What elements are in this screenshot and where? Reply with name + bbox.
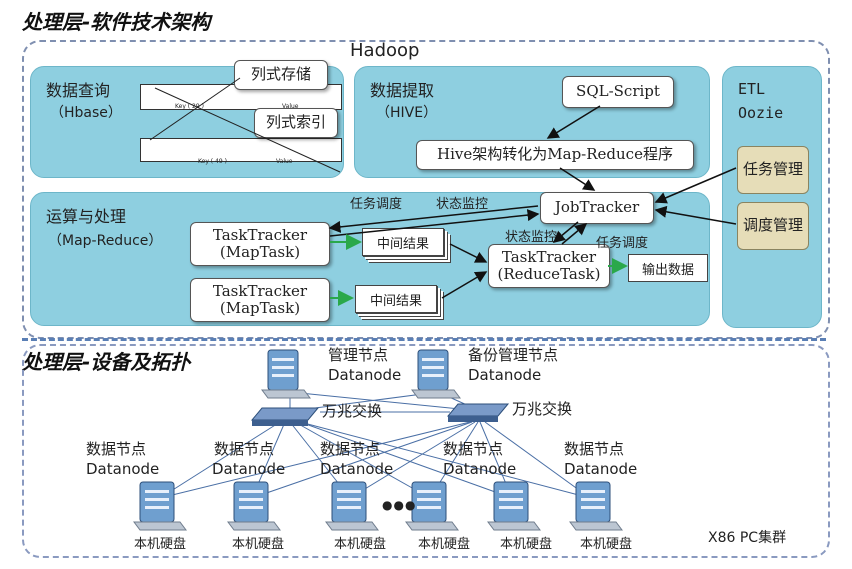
map-task-1-box: TaskTracker(MapTask)	[190, 222, 330, 266]
map-to-job-arrow	[329, 209, 540, 237]
table2-key: Key ( 49 )	[198, 158, 227, 165]
sched-mgmt-box: 调度管理	[737, 202, 809, 250]
data-node-2-dn: Datanode	[212, 460, 286, 478]
switch-1-icon	[250, 407, 320, 426]
backup-node-label: 备份管理节点	[468, 346, 559, 364]
disk-4-label: 本机硬盘	[418, 537, 471, 552]
hadoop-label: Hadoop	[350, 40, 420, 61]
bottom-title: 处理层-设备及拓扑	[22, 350, 191, 374]
mid-result-1: 中间结果	[362, 228, 444, 256]
column-index-box: 列式索引	[254, 108, 338, 138]
network-lines	[159, 391, 591, 499]
top-title: 处理层-软件技术架构	[22, 10, 211, 34]
hbase-line-2	[149, 77, 241, 141]
task-mgmt-arrow	[654, 167, 737, 204]
job-to-map-arrow	[328, 205, 539, 233]
mgmt-datanode-label: Datanode	[328, 366, 402, 384]
job-to-reduce-arrow	[552, 221, 579, 243]
sql-script-box: SQL-Script	[562, 76, 674, 108]
etl-panel	[722, 66, 822, 328]
sched-mgmt-arrow	[654, 205, 737, 225]
disk-6-label: 本机硬盘	[580, 537, 633, 552]
switch-1-label: 万兆交换	[322, 402, 383, 420]
monitor-label: 状态监控	[436, 197, 489, 212]
data-node-3-dn: Datanode	[320, 460, 394, 478]
data-node-5-label: 数据节点	[564, 440, 625, 458]
backup-datanode-label: Datanode	[468, 366, 542, 384]
sched-label: 任务调度	[350, 197, 403, 212]
disk-3-label: 本机硬盘	[334, 537, 387, 552]
mgmt-node-label: 管理节点	[328, 346, 389, 364]
reduce-task-box: TaskTracker(ReduceTask)	[488, 244, 610, 288]
topology-container	[22, 344, 830, 558]
section-divider	[22, 338, 826, 341]
ellipsis: ●●●	[382, 498, 417, 512]
etl-line2: Oozie	[738, 104, 784, 122]
data-node-5-dn: Datanode	[564, 460, 638, 478]
server-backup	[411, 349, 461, 399]
data-node-2-label: 数据节点	[214, 440, 275, 458]
compute-sub: （Map-Reduce）	[48, 233, 163, 249]
cluster-label: X86 PC集群	[708, 530, 787, 546]
data-servers	[133, 481, 623, 531]
reduce-to-job-arrow	[561, 223, 588, 245]
server-mgmt	[261, 349, 311, 399]
table2-value: Value	[276, 158, 293, 165]
table1-key: Key ( 29 )	[175, 103, 204, 110]
data-node-4-dn: Datanode	[443, 460, 517, 478]
hbase-line-1	[154, 87, 341, 173]
disk-1-label: 本机硬盘	[134, 537, 187, 552]
mid1-to-reduce-arrow	[449, 243, 488, 263]
query-sub: （Hbase）	[50, 105, 122, 121]
etl-line1: ETL	[738, 80, 766, 98]
data-node-1-dn: Datanode	[86, 460, 160, 478]
sql-to-hive-arrow	[546, 105, 601, 139]
query-name: 数据查询	[46, 81, 111, 100]
column-store-box: 列式存储	[234, 60, 328, 90]
hive-box: Hive架构转化为Map-Reduce程序	[416, 140, 694, 170]
mid-result-2: 中间结果	[355, 285, 437, 313]
map-task-2-box: TaskTracker(MapTask)	[190, 278, 330, 322]
task-mgmt-box: 任务管理	[737, 146, 809, 194]
disk-2-label: 本机硬盘	[232, 537, 285, 552]
disk-5-label: 本机硬盘	[500, 537, 553, 552]
data-node-3-label: 数据节点	[320, 440, 381, 458]
compute-name: 运算与处理	[46, 207, 127, 226]
switch-2-icon	[446, 403, 510, 422]
switch-2-label: 万兆交换	[512, 400, 573, 418]
hive-to-job-arrow	[559, 167, 596, 191]
table1-value: Value	[282, 103, 299, 110]
sched-label-2: 任务调度	[596, 236, 649, 251]
job-tracker-box: JobTracker	[540, 192, 654, 224]
mid2-to-reduce-arrow	[441, 271, 488, 299]
data-node-1-label: 数据节点	[86, 440, 147, 458]
data-node-4-label: 数据节点	[443, 440, 504, 458]
output-data: 输出数据	[628, 254, 708, 282]
extract-sub: （HIVE）	[376, 105, 438, 121]
monitor-label-2: 状态监控	[505, 230, 558, 245]
extract-name: 数据提取	[370, 81, 435, 100]
